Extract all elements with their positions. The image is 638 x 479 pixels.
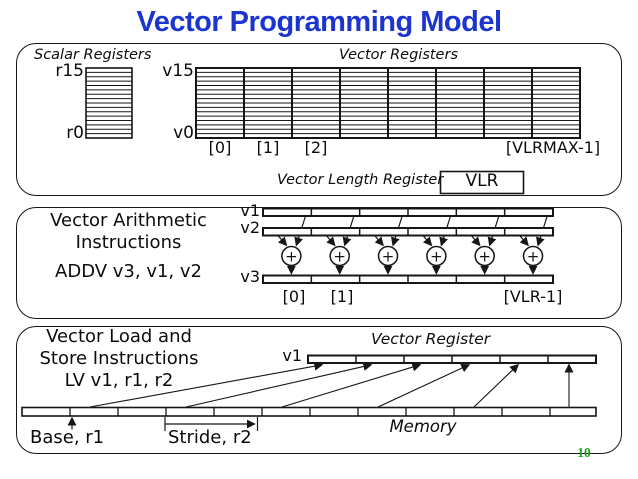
vlr-box-label: VLR xyxy=(465,171,499,191)
add-index-vlr: [VLR-1] xyxy=(503,287,563,306)
vector-index-0: [0] xyxy=(208,138,232,157)
vector-index-2: [2] xyxy=(304,138,328,157)
scalar-reg-top-label: r15 xyxy=(55,61,84,81)
vector-index-1: [1] xyxy=(256,138,280,157)
loadstore-heading-line2: Store Instructions xyxy=(39,348,199,369)
vector-register-caption: Vector Register xyxy=(371,330,491,348)
memory-caption: Memory xyxy=(389,417,457,436)
addv-instruction: ADDV v3, v1, v2 xyxy=(55,261,202,282)
scalar-reg-bottom-label: r0 xyxy=(66,123,84,143)
v1-load-label: v1 xyxy=(282,346,302,365)
vector-registers-label: Vector Registers xyxy=(339,47,458,63)
arith-heading-line1: Vector Arithmetic xyxy=(50,210,207,231)
lv-instruction: LV v1, r1, r2 xyxy=(64,370,174,391)
add-index-0: [0] xyxy=(282,287,306,306)
page-number: 10 xyxy=(577,445,591,460)
scalar-registers-label: Scalar Registers xyxy=(34,47,152,63)
v2-label: v2 xyxy=(240,218,260,237)
slide-title: Vector Programming Model xyxy=(136,6,502,38)
vector-length-register-label: Vector Length Register xyxy=(277,172,444,188)
v3-label: v3 xyxy=(240,267,260,286)
registers-panel xyxy=(16,43,622,196)
loadstore-heading-line1: Vector Load and xyxy=(46,326,192,347)
vector-reg-bottom-label: v0 xyxy=(173,123,194,143)
base-r1-label: Base, r1 xyxy=(30,427,105,448)
vector-reg-top-label: v15 xyxy=(162,61,194,81)
v1-label: v1 xyxy=(240,201,260,220)
add-index-1: [1] xyxy=(330,287,354,306)
vector-index-max: [VLRMAX-1] xyxy=(505,138,601,157)
stride-r2-label: Stride, r2 xyxy=(168,427,252,448)
vector-load-store-panel xyxy=(16,326,622,454)
arith-heading-line2: Instructions xyxy=(75,232,182,253)
